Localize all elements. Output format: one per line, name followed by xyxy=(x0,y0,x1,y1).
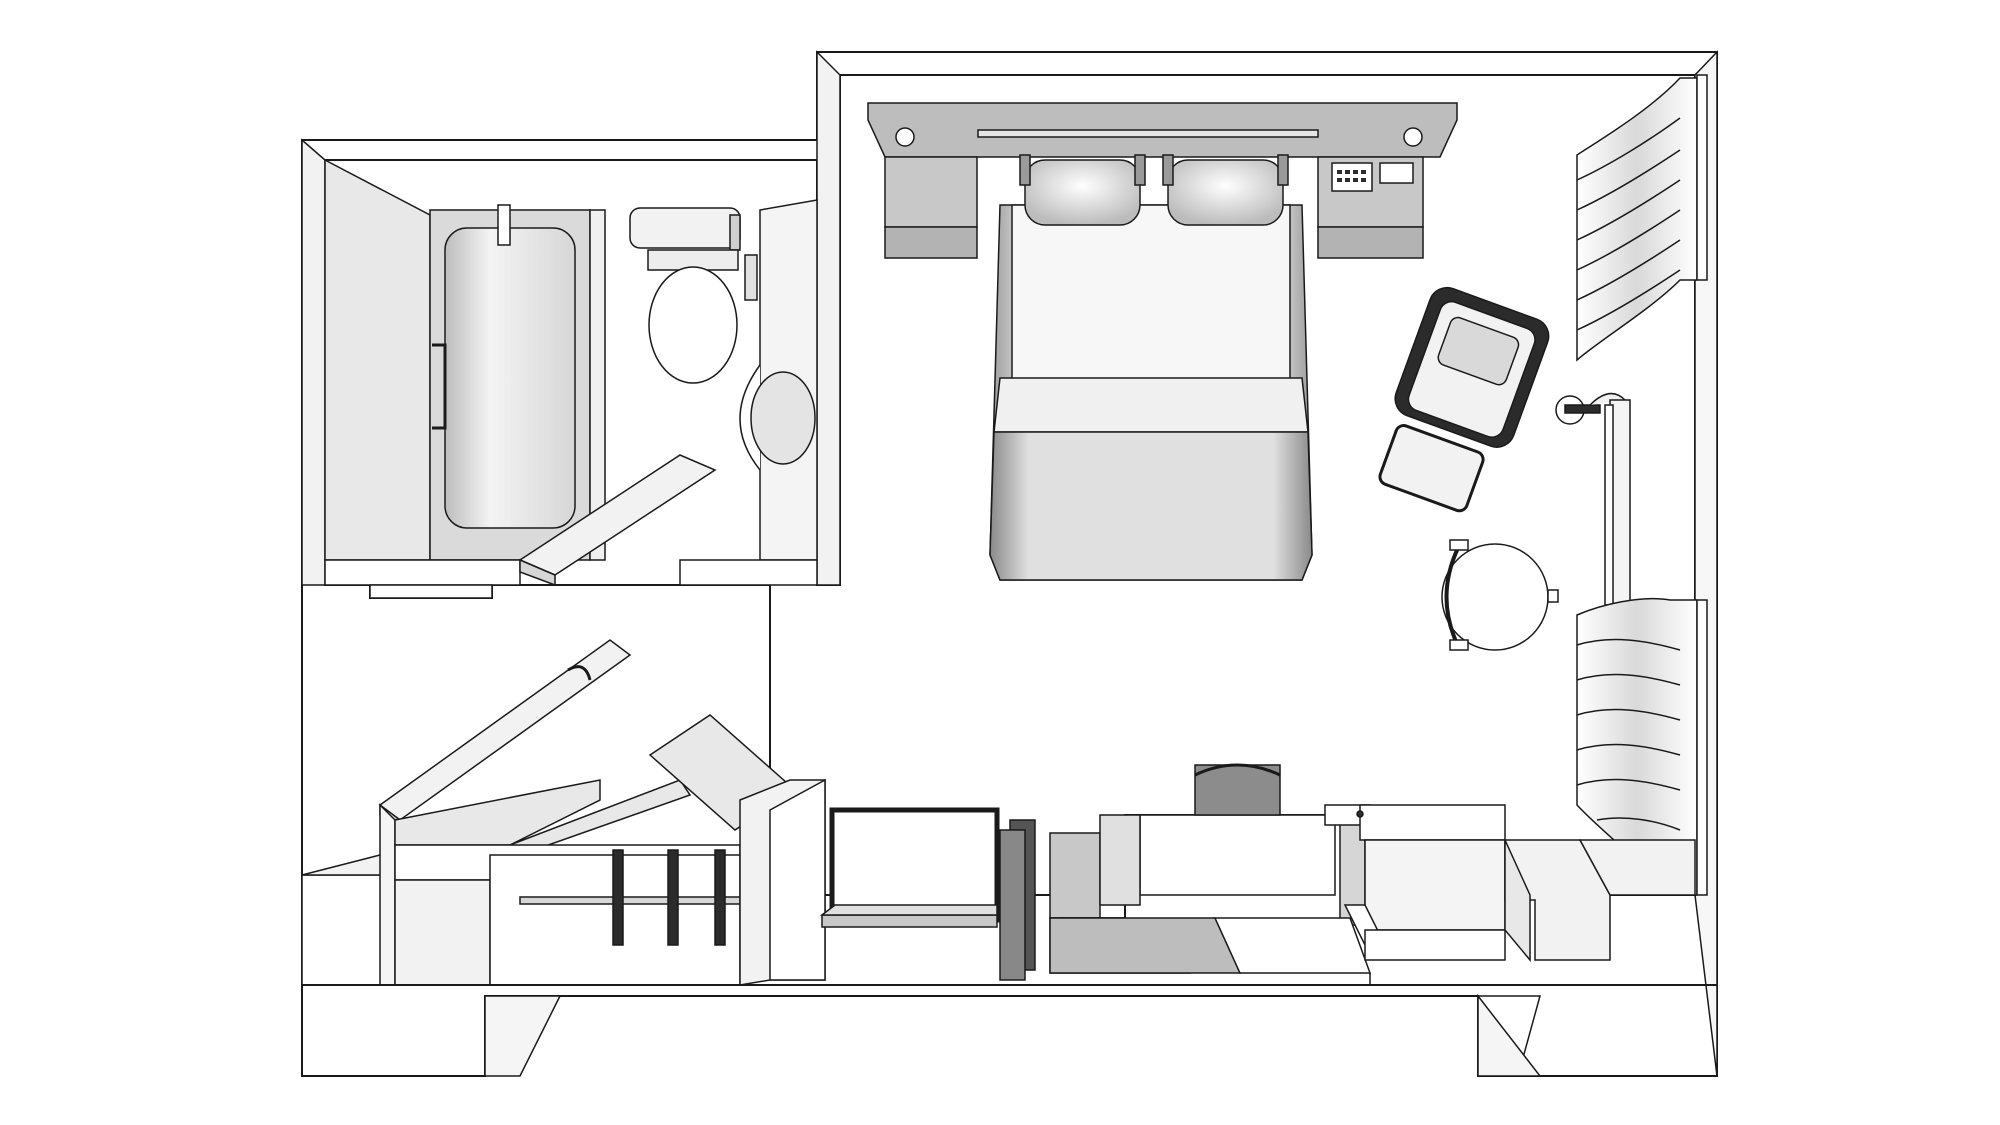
round-table xyxy=(1441,539,1559,651)
curtain-bottom xyxy=(1576,597,1708,896)
pillow-right xyxy=(1167,159,1284,226)
bathroom-side-wall xyxy=(324,158,431,561)
washbasin xyxy=(750,371,816,465)
reading-light-left xyxy=(895,127,915,147)
ottoman xyxy=(1378,424,1485,513)
pillow-left xyxy=(1024,159,1141,226)
chair xyxy=(1444,547,1460,647)
closet-rod xyxy=(519,896,741,905)
curtain-top xyxy=(1576,74,1708,362)
control-panel xyxy=(1331,162,1373,192)
entrance xyxy=(301,639,1717,986)
shoe-rack xyxy=(999,819,1036,981)
reading-light-right xyxy=(1403,127,1423,147)
hangers xyxy=(612,849,726,946)
minibar xyxy=(1324,804,1506,961)
window xyxy=(1604,399,1631,611)
desk-chair xyxy=(1194,763,1281,816)
wardrobe-door-left xyxy=(394,779,601,846)
wall-tops xyxy=(301,50,1718,1077)
double-bed xyxy=(989,154,1313,581)
nightstand-right xyxy=(1317,156,1424,259)
phone xyxy=(1379,162,1414,184)
nightstand-left xyxy=(884,156,978,259)
door-handle xyxy=(567,665,592,681)
bedroom xyxy=(867,74,1708,896)
toilet xyxy=(629,207,758,384)
floor-lamp xyxy=(1555,392,1626,425)
floor-mat xyxy=(1049,917,1242,974)
bathroom xyxy=(324,158,818,599)
bed-throw xyxy=(989,431,1313,581)
armchair xyxy=(1378,286,1550,513)
luggage-rack xyxy=(819,807,1000,928)
tub-handle xyxy=(432,343,447,430)
